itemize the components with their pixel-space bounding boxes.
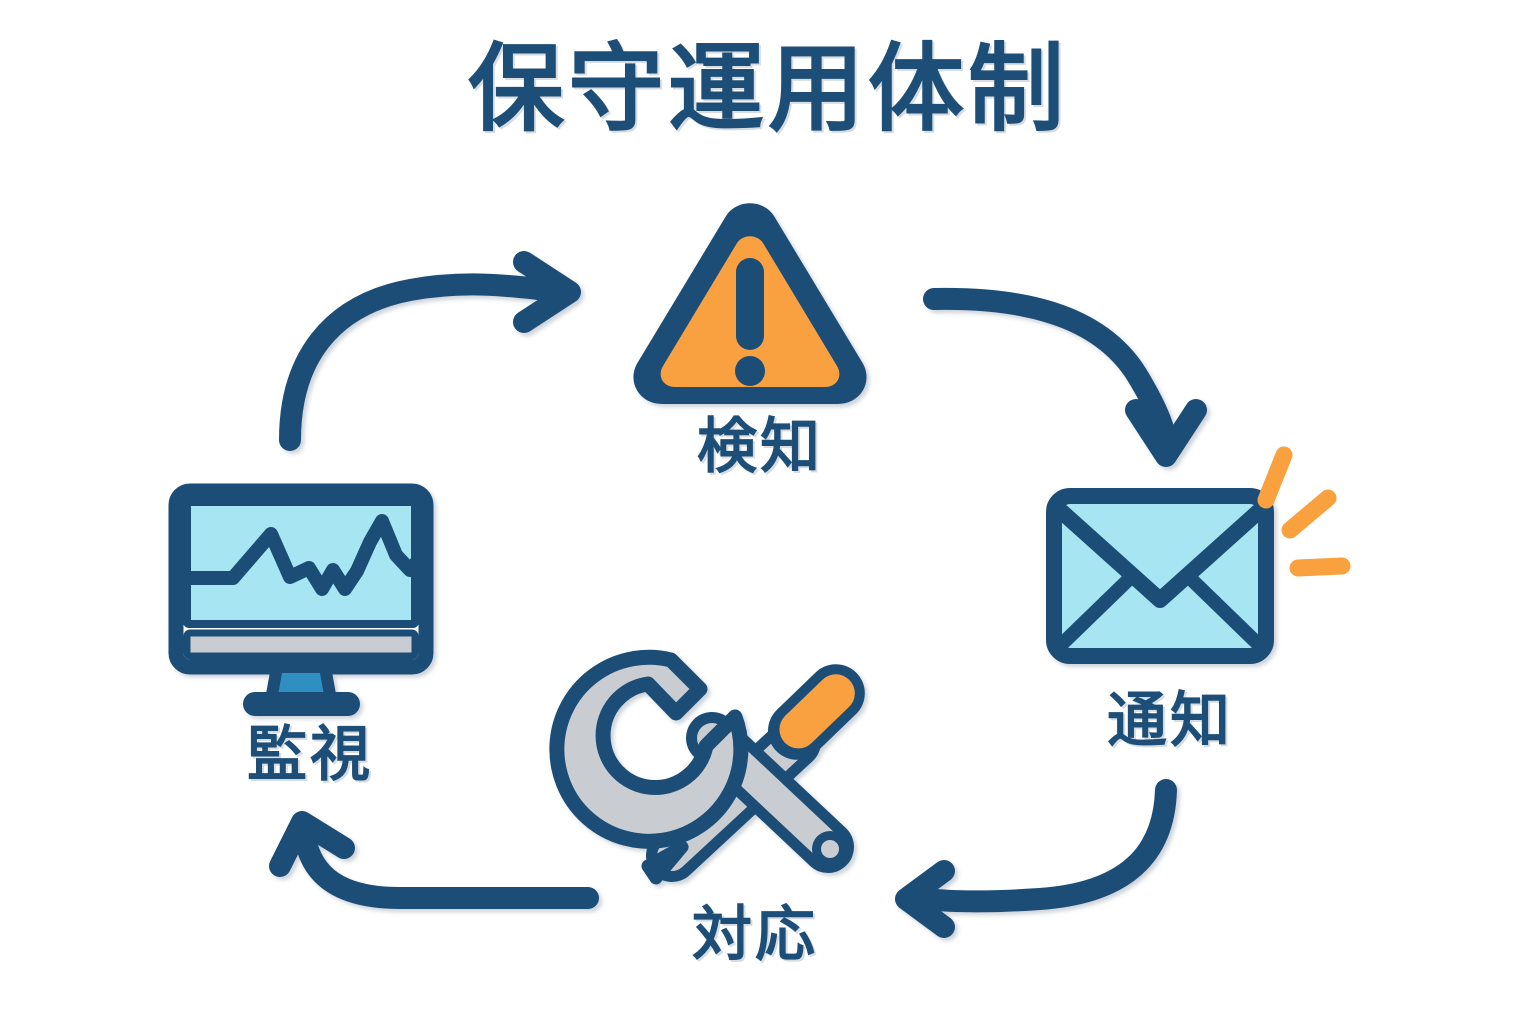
node-detect — [636, 200, 866, 490]
node-label-detect: 検知 — [697, 412, 823, 482]
node-label-monitor: 監視 — [247, 720, 373, 790]
wrench-icon — [549, 649, 854, 873]
arrow-notify-to-respond — [895, 779, 1177, 938]
monitor-chart-icon — [168, 483, 434, 716]
node-respond — [630, 640, 870, 970]
wrench-screwdriver-icon — [549, 649, 865, 885]
page-title: 保守運用体制 — [468, 33, 1068, 145]
arrow-detect-to-notify — [923, 287, 1207, 467]
node-monitor — [170, 485, 435, 790]
warning-triangle-icon — [633, 203, 867, 404]
node-label-notify: 通知 — [1107, 686, 1233, 756]
node-label-respond: 対応 — [692, 900, 818, 970]
arrow-respond-to-monitor — [269, 811, 599, 909]
notification-rays-icon — [1257, 446, 1351, 577]
node-notify — [1040, 440, 1360, 760]
arrow-monitor-to-detect — [279, 251, 581, 451]
envelope-alert-icon — [1046, 488, 1274, 664]
